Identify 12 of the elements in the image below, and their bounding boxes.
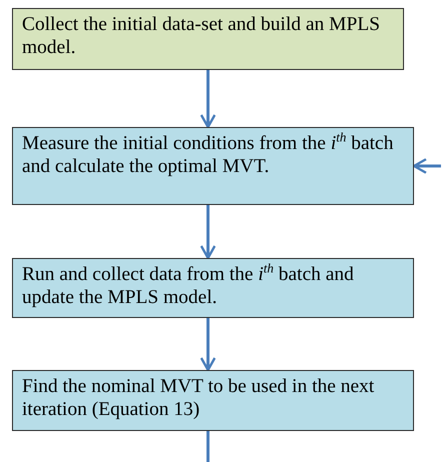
process-box [12, 370, 414, 431]
step-text: Run and collect data from the i$^{th}$ batch and update the MPLS model. [22, 264, 354, 308]
step-text: Collect the initial data-set and build an MPLS model. [22, 14, 380, 58]
step-text: Measure the initial conditions from the i$^{th}$ batch and calculate the optimal MVT. [22, 133, 394, 177]
arrow [200, 318, 216, 372]
arrow [200, 205, 216, 260]
process-box [12, 8, 404, 70]
process-box [12, 127, 414, 205]
process-box [12, 258, 414, 318]
arrow [412, 158, 441, 174]
arrow [200, 70, 216, 128]
step-text: Find the nominal MVT to be used in the next iteration (Equation 13) [22, 376, 374, 420]
